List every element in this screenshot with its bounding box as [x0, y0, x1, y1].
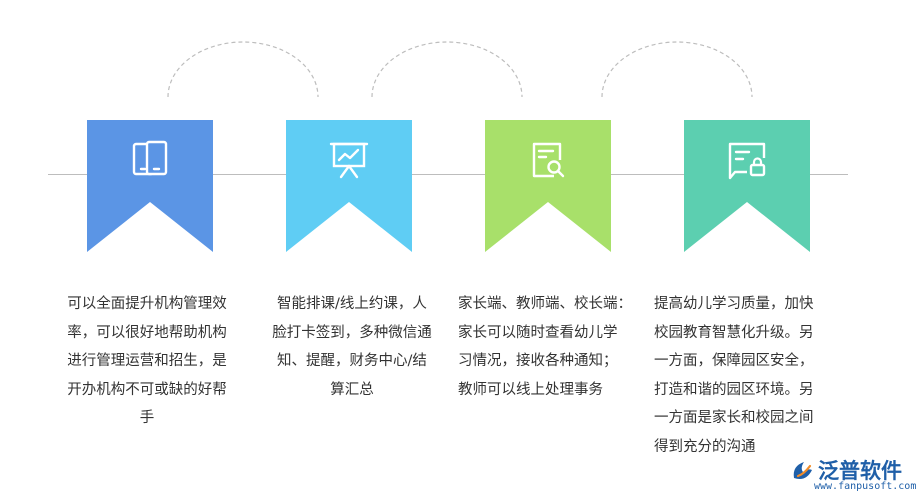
step-4-line: 校园教育智慧化升级。另 — [654, 324, 814, 341]
step-2-line: 智能排课/线上约课，人 — [277, 296, 427, 312]
step-4-ribbon — [684, 120, 810, 252]
step-4-description: 提高幼儿学习质量，加快 校园教育智慧化升级。另 一方面，保障园区安全， 打造和谐… — [654, 290, 834, 461]
step-1-line: 手 — [139, 410, 155, 426]
step-2-description: 智能排课/线上约课，人 脸打卡签到，多种微信通 知、提醒，财务中心/结 算汇总 — [262, 290, 442, 404]
brand-url: www.fanpusoft.com — [814, 481, 917, 492]
brand-logo: 泛普软件 www.fanpusoft.com — [790, 455, 916, 495]
step-1-line: 可以全面提升机构管理效 — [67, 296, 227, 312]
step-1-line: 开办机构不可或缺的好帮 — [67, 381, 227, 398]
step-2-line: 脸打卡签到，多种微信通 — [272, 324, 432, 341]
connector-arc-2 — [371, 41, 523, 98]
timeline-line — [48, 174, 848, 175]
step-1-description: 可以全面提升机构管理效 率，可以很好地帮助机构 进行管理运营和招生，是 开办机构… — [54, 290, 240, 433]
step-1-ribbon-shape — [87, 120, 213, 252]
step-2-ribbon — [286, 120, 412, 252]
step-3-description: 家长端、教师端、校长端： 家长可以随时查看幼儿学 习情况，接收各种通知； 教师可… — [458, 290, 638, 404]
step-3-line: 家长可以随时查看幼儿学 — [458, 324, 618, 341]
step-4-line: 一方面，保障园区安全， — [654, 353, 814, 369]
tablet-phone-icon — [132, 140, 168, 176]
presentation-chart-icon — [329, 142, 369, 179]
step-4-line: 得到充分的沟通 — [654, 438, 756, 455]
step-2-line: 算汇总 — [330, 381, 374, 398]
step-4-line: 打造和谐的园区环境。另 — [654, 381, 814, 398]
step-3-ribbon — [485, 120, 611, 252]
connector-arcs — [167, 41, 753, 98]
step-4-ribbon-shape — [684, 120, 810, 252]
step-4-line: 一方面是家长和校园之间 — [654, 410, 814, 426]
brand-name: 泛普软件 — [818, 459, 902, 483]
step-3-line: 习情况，接收各种通知； — [458, 353, 618, 369]
connector-arc-3 — [601, 41, 753, 98]
step-4-line: 提高幼儿学习质量，加快 — [654, 296, 814, 312]
document-search-icon — [532, 142, 565, 178]
step-2-ribbon-shape — [286, 120, 412, 252]
step-3-line: 家长端、教师端、校长端： — [458, 296, 632, 312]
step-1-line: 率，可以很好地帮助机构 — [67, 324, 227, 341]
step-1-line: 进行管理运营和招生，是 — [67, 353, 227, 369]
brand-mark-icon — [793, 462, 812, 479]
step-1-ribbon — [87, 120, 213, 252]
step-3-line: 教师可以线上处理事务 — [458, 381, 603, 398]
step-3-ribbon-shape — [485, 120, 611, 252]
step-2-line: 知、提醒，财务中心/结 — [277, 353, 427, 369]
connector-arc-1 — [167, 41, 319, 98]
secure-message-icon — [728, 142, 766, 180]
